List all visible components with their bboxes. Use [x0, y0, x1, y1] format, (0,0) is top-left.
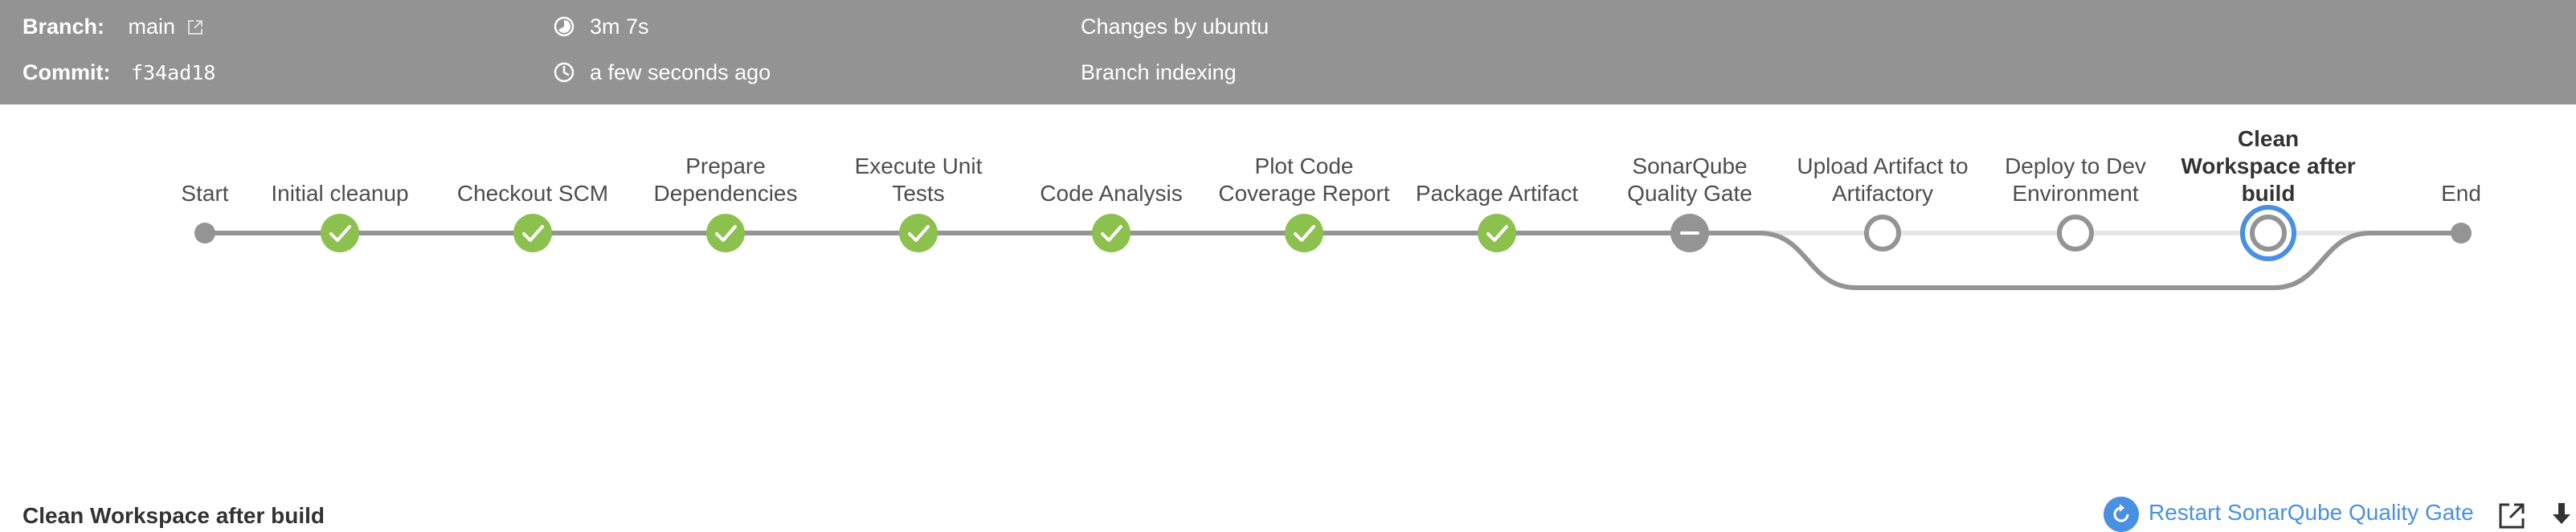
stage-label-start[interactable]: Start	[181, 181, 229, 206]
stage-label-prepare-dependencies[interactable]: Prepare Dependencies	[653, 153, 798, 206]
restart-stage-label[interactable]: Restart SonarQube Quality Gate	[2149, 500, 2474, 525]
clock-icon	[554, 62, 574, 83]
stage-label-upload-artifact-to-artifactory[interactable]: Upload Artifact to Artifactory	[1797, 153, 1969, 206]
pie-clock-icon	[554, 16, 574, 37]
check-icon	[908, 225, 930, 242]
pipeline-svg	[194, 205, 2472, 290]
check-icon	[329, 225, 351, 242]
check-icon	[522, 225, 544, 242]
download-icon[interactable]	[2547, 501, 2576, 530]
pipeline-graph: Start Initial cleanup Checkout SCM Prepare …	[0, 104, 2576, 458]
stage-node-package-artifact[interactable]	[1478, 214, 1516, 252]
time-ago: a few seconds ago	[590, 60, 771, 84]
external-link-icon[interactable]	[186, 18, 204, 36]
run-cause: Branch indexing	[1081, 60, 1237, 84]
details-title: Clean Workspace after build	[22, 503, 325, 528]
stage-label-deploy-to-dev-environment[interactable]: Deploy to Dev Environment	[2005, 153, 2146, 206]
restart-icon[interactable]	[2104, 497, 2139, 532]
stage-label-execute-unit-tests[interactable]: Execute Unit Tests	[854, 153, 983, 206]
stage-node-end[interactable]	[2451, 223, 2472, 243]
stage-node-plot-code-coverage-report[interactable]	[1285, 214, 1323, 252]
stage-label-initial-cleanup[interactable]: Initial cleanup	[271, 181, 409, 206]
stage-label-code-analysis[interactable]: Code Analysis	[1040, 181, 1183, 206]
branch-row: Branch: main	[22, 13, 204, 40]
check-icon	[1101, 225, 1122, 242]
branch-label: Branch:	[22, 14, 105, 39]
duration: 3m 7s	[590, 14, 649, 39]
stage-label-end[interactable]: End	[2441, 181, 2481, 206]
stage-node-upload-artifact-to-artifactory[interactable]	[1864, 215, 1901, 252]
pipeline-bypass-path	[1690, 231, 2461, 290]
commit-value: f34ad18	[131, 61, 216, 84]
stage-node-execute-unit-tests[interactable]	[899, 214, 938, 252]
stage-label-checkout-scm[interactable]: Checkout SCM	[456, 181, 609, 206]
stage-node-prepare-dependencies[interactable]	[706, 214, 745, 252]
changes-link[interactable]: Changes by ubuntu	[1081, 14, 1270, 39]
stage-node-start[interactable]	[194, 223, 215, 243]
stage-label-package-artifact[interactable]: Package Artifact	[1415, 181, 1579, 206]
check-icon	[715, 225, 737, 242]
stage-node-deploy-to-dev-environment[interactable]	[2057, 215, 2094, 252]
check-icon	[1486, 225, 1508, 242]
stage-node-sonarqube-quality-gate[interactable]	[1670, 214, 1709, 252]
stage-node-checkout-scm[interactable]	[513, 214, 552, 252]
check-icon	[1294, 225, 1315, 242]
stage-node-code-analysis[interactable]	[1092, 214, 1131, 252]
stage-node-clean-workspace-after-build[interactable]	[2240, 205, 2296, 261]
stage-node-initial-cleanup[interactable]	[321, 214, 359, 252]
commit-label: Commit:	[22, 60, 111, 84]
stage-label-sonarqube-quality-gate[interactable]: SonarQube Quality Gate	[1627, 153, 1752, 206]
commit-row: Commit: f34ad18	[22, 59, 215, 87]
stage-label-clean-workspace-after-build[interactable]: Clean Workspace after build	[2181, 126, 2356, 206]
run-header: Branch: main Commit: f34ad18 3m 7s a few…	[0, 0, 2576, 104]
branch-value[interactable]: main	[128, 14, 176, 39]
stage-label-plot-code-coverage-report[interactable]: Plot Code Coverage Report	[1218, 153, 1390, 206]
open-in-new-icon[interactable]	[2497, 501, 2526, 530]
